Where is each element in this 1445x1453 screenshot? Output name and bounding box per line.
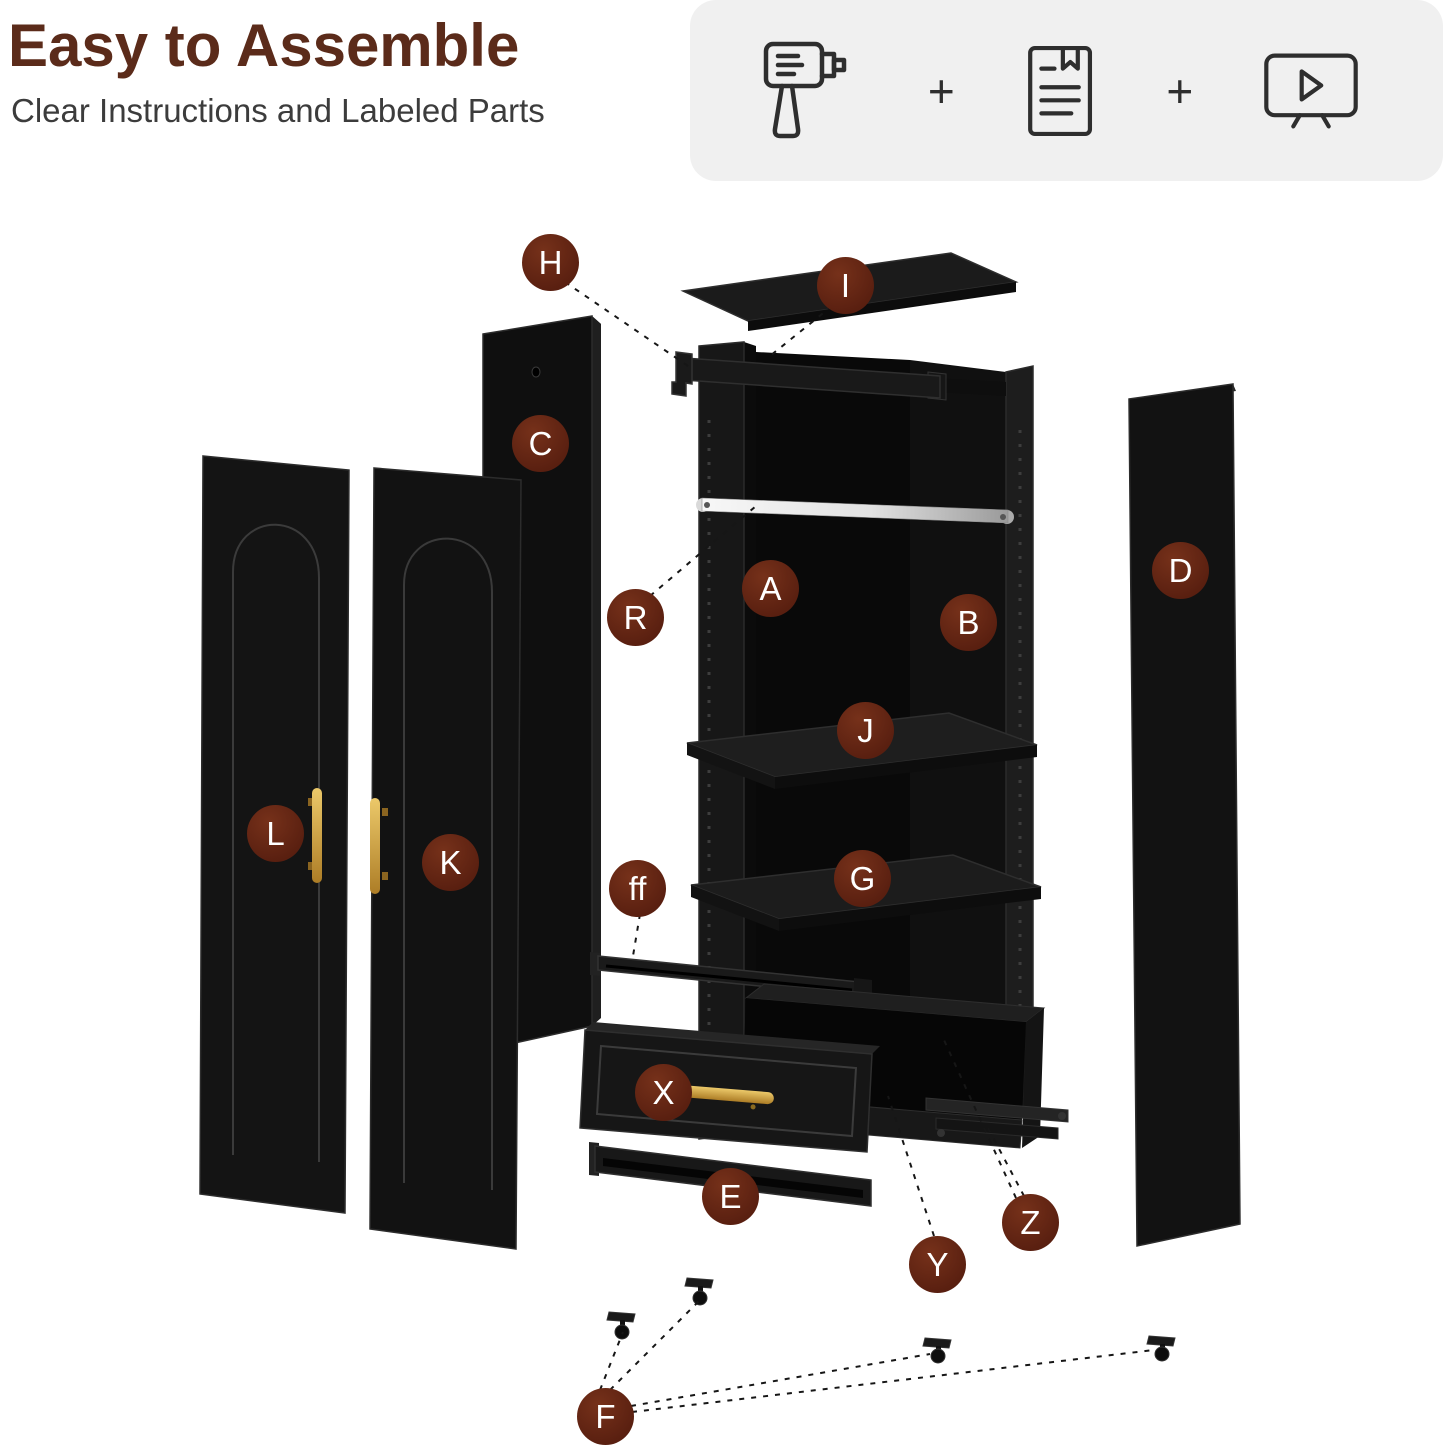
part-label-g: G [834,850,891,907]
part-label-d: D [1152,542,1209,599]
cabinet-frame [671,341,1034,1140]
video-tutorial-icon [1257,44,1365,138]
page-subtitle: Clear Instructions and Labeled Parts [11,91,545,129]
part-label-h: H [522,234,579,291]
part-label-a: A [742,560,799,617]
hanging-rod-r [696,497,1014,524]
connector-lines [564,281,1155,1413]
tools-panel: + + [690,0,1443,181]
part-label-j: J [837,702,894,759]
part-label-c: C [512,415,569,472]
part-label-e: E [702,1168,759,1225]
part-label-f: F [577,1388,634,1445]
drawer-front-x [579,1022,880,1153]
part-label-r: R [607,589,664,646]
casters-f [606,1277,1176,1364]
page-title: Easy to Assemble [8,12,520,79]
drill-icon [752,30,864,152]
plus-sign: + [1166,64,1194,117]
part-label-b: B [940,594,997,651]
part-label-y: Y [909,1236,966,1293]
part-label-x: X [635,1064,692,1121]
part-label-ff: ff [609,860,666,917]
instruction-manual-icon [1019,38,1103,144]
part-label-z: Z [1002,1194,1059,1251]
part-label-l: L [247,805,304,862]
plus-sign: + [927,64,955,117]
part-label-k: K [422,834,479,891]
header: Easy to Assemble Clear Instructions and … [8,12,545,130]
slide-rails-z [925,1097,1069,1140]
panel-d [1128,383,1241,1247]
part-label-i: I [817,257,874,314]
